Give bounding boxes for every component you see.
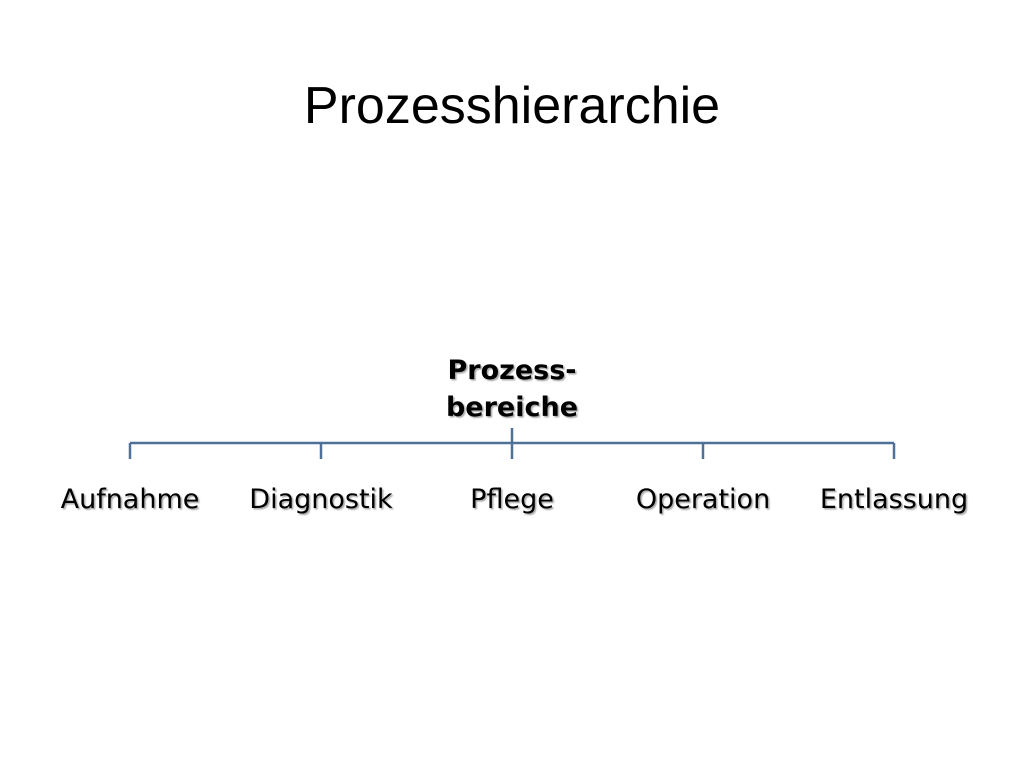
root-node-label-line1: Prozess- — [447, 355, 577, 386]
slide-title: Prozesshierarchie — [303, 77, 721, 135]
child-node-operation: Operation — [635, 484, 771, 515]
child-node-diagnostik: Diagnostik — [249, 484, 393, 515]
root-node-label-line2: bereiche — [445, 392, 579, 423]
child-node-aufnahme: Aufnahme — [60, 484, 200, 515]
child-node-entlassung: Entlassung — [819, 484, 969, 515]
root-node-prozessbereiche: Prozess- bereiche — [412, 352, 612, 426]
child-node-pflege: Pflege — [470, 484, 554, 515]
